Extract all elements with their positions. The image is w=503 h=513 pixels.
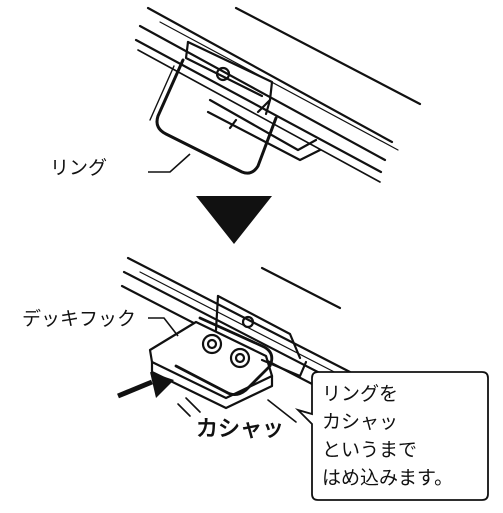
callout-line-4: はめ込みます。 [322,467,453,489]
ring-shape [155,58,278,175]
deck-hook-block [148,320,274,400]
callout-line-2: カシャッ [322,411,398,433]
push-arrow-icon [117,372,174,399]
callout-line-1: リングを [322,383,398,405]
callout-box: リングを カシャッ というまで はめ込みます。 [294,371,489,501]
ring-label-group: リング [50,153,191,179]
ring-leader-line [148,153,191,173]
deck-hook-leader-line [148,317,179,337]
top-illustration [134,6,422,183]
bottom-illustration [120,256,352,423]
down-arrow-icon [196,196,272,244]
deck-hook-label: デッキフック [22,308,136,330]
ring-bottom-shape [174,316,274,396]
ring-label: リング [50,157,107,179]
deck-hook-label-group: デッキフック [22,308,179,337]
sound-effect-text: カシャッ [196,417,284,442]
callout-line-3: というまで [322,439,417,461]
